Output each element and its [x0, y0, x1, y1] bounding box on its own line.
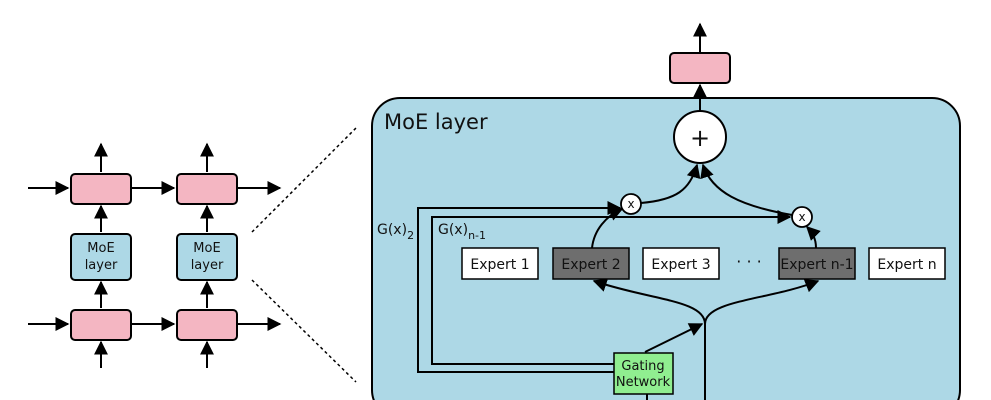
sum-node — [673, 110, 727, 164]
left-stack: MoE layer MoE layer — [28, 142, 282, 368]
layer-block — [70, 173, 132, 205]
zoom-line — [251, 279, 357, 383]
output-block — [669, 52, 731, 84]
arrow — [591, 207, 624, 249]
gating-network — [613, 352, 674, 395]
multiply-node — [620, 193, 642, 215]
sum-symbol: + — [690, 124, 710, 152]
expert-label: Expert n-1 — [780, 257, 853, 273]
moe-label: MoE — [87, 241, 114, 256]
expert-box — [778, 247, 856, 280]
expert-row: Expert 1 Expert 2 Expert 3 · · · Expert … — [461, 247, 946, 280]
expert-label: Expert n — [877, 257, 936, 273]
multiply-symbol: x — [798, 210, 805, 224]
moe-layer-block — [176, 233, 238, 281]
arrow — [592, 278, 706, 325]
expert-box — [642, 247, 720, 280]
moe-label: layer — [85, 258, 118, 273]
gate-label: G(x)2 — [377, 222, 414, 242]
layer-block — [176, 309, 238, 341]
expert-box — [868, 247, 946, 280]
arrow — [644, 323, 704, 353]
arrow — [700, 163, 793, 216]
arrow — [640, 163, 701, 204]
expert-label: Expert 1 — [470, 257, 529, 273]
gate-label: G(x)n-1 — [438, 222, 486, 242]
ellipsis: · · · — [736, 252, 761, 271]
layer-block — [70, 309, 132, 341]
gating-label: Gating — [621, 359, 664, 374]
gating-label: Network — [616, 375, 671, 390]
expert-label: Expert 2 — [561, 257, 620, 273]
expert-box — [552, 247, 630, 280]
multiply-symbol: x — [627, 197, 634, 211]
expert-label: Expert 3 — [651, 257, 710, 273]
moe-label: layer — [191, 258, 224, 273]
arrow — [806, 226, 821, 249]
moe-label: MoE — [193, 241, 220, 256]
expert-box — [461, 247, 539, 280]
panel-title: MoE layer — [384, 110, 488, 134]
layer-block — [176, 173, 238, 205]
arrow — [704, 279, 820, 325]
zoom-line — [251, 127, 357, 233]
gate-wire — [417, 201, 622, 373]
multiply-node — [791, 206, 813, 228]
moe-layer-block — [70, 233, 132, 281]
